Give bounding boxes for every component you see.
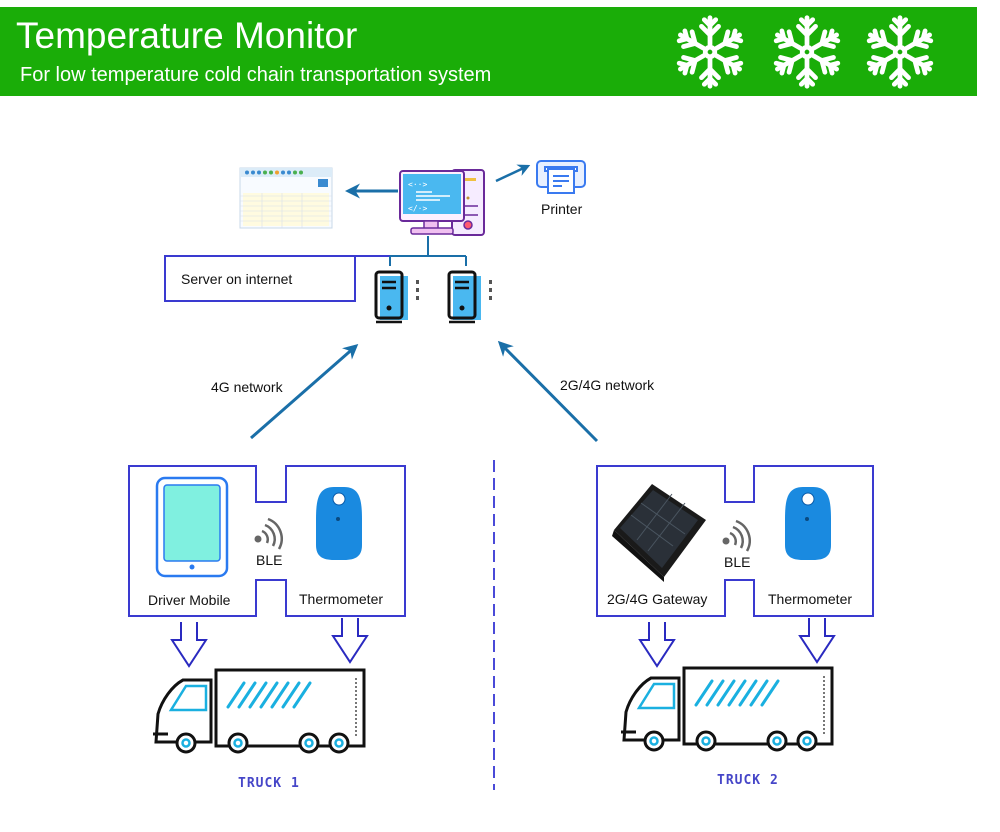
thermometer-tag-icon [785,487,831,560]
server-connectors [389,236,467,266]
gateway-icon [612,484,706,582]
sensor-label: Thermometer [768,591,853,607]
ble-signal-icon [254,517,283,550]
svg-text:<··>: <··> [408,180,427,189]
network-label-right: 2G/4G network [560,377,655,393]
truck-icon [621,666,834,752]
sensor-label: Thermometer [299,591,384,607]
server-label-box [164,255,430,302]
tablet-icon [155,476,229,578]
arrow-down-icon [331,618,369,664]
arrow-2g4g-network [497,340,599,443]
printer-label: Printer [541,201,583,217]
device-label: Driver Mobile [148,592,231,608]
network-label-left: 4G network [211,379,283,395]
ble-signal-icon [722,519,751,552]
svg-text:</·>: </·> [408,204,427,213]
thermometer-tag-icon [316,487,362,560]
truck1-device-box [128,465,406,617]
truck-label: TRUCK 2 [717,773,779,788]
page-title: Temperature Monitor [16,15,358,56]
server-icon [447,270,492,324]
snowflake-icon [676,15,744,89]
device-label: 2G/4G Gateway [607,591,708,607]
desktop-computer-icon: <··> </·> [399,169,485,236]
server-label: Server on internet [181,271,293,287]
server-icon [374,270,419,324]
header-banner [0,7,977,96]
truck-label: TRUCK 1 [238,776,300,791]
arrow-to-printer [495,164,531,183]
arrow-down-icon [170,622,208,668]
arrow-down-icon [798,618,836,664]
data-report-icon [239,167,333,229]
arrow-4g-network [250,344,359,440]
ble-label: BLE [724,554,751,570]
printer-icon [536,160,586,194]
arrow-down-icon [638,622,676,668]
page-subtitle: For low temperature cold chain transport… [20,64,492,86]
truck-icon [153,668,366,754]
truck2-device-box [596,465,874,617]
ble-label: BLE [256,552,283,568]
